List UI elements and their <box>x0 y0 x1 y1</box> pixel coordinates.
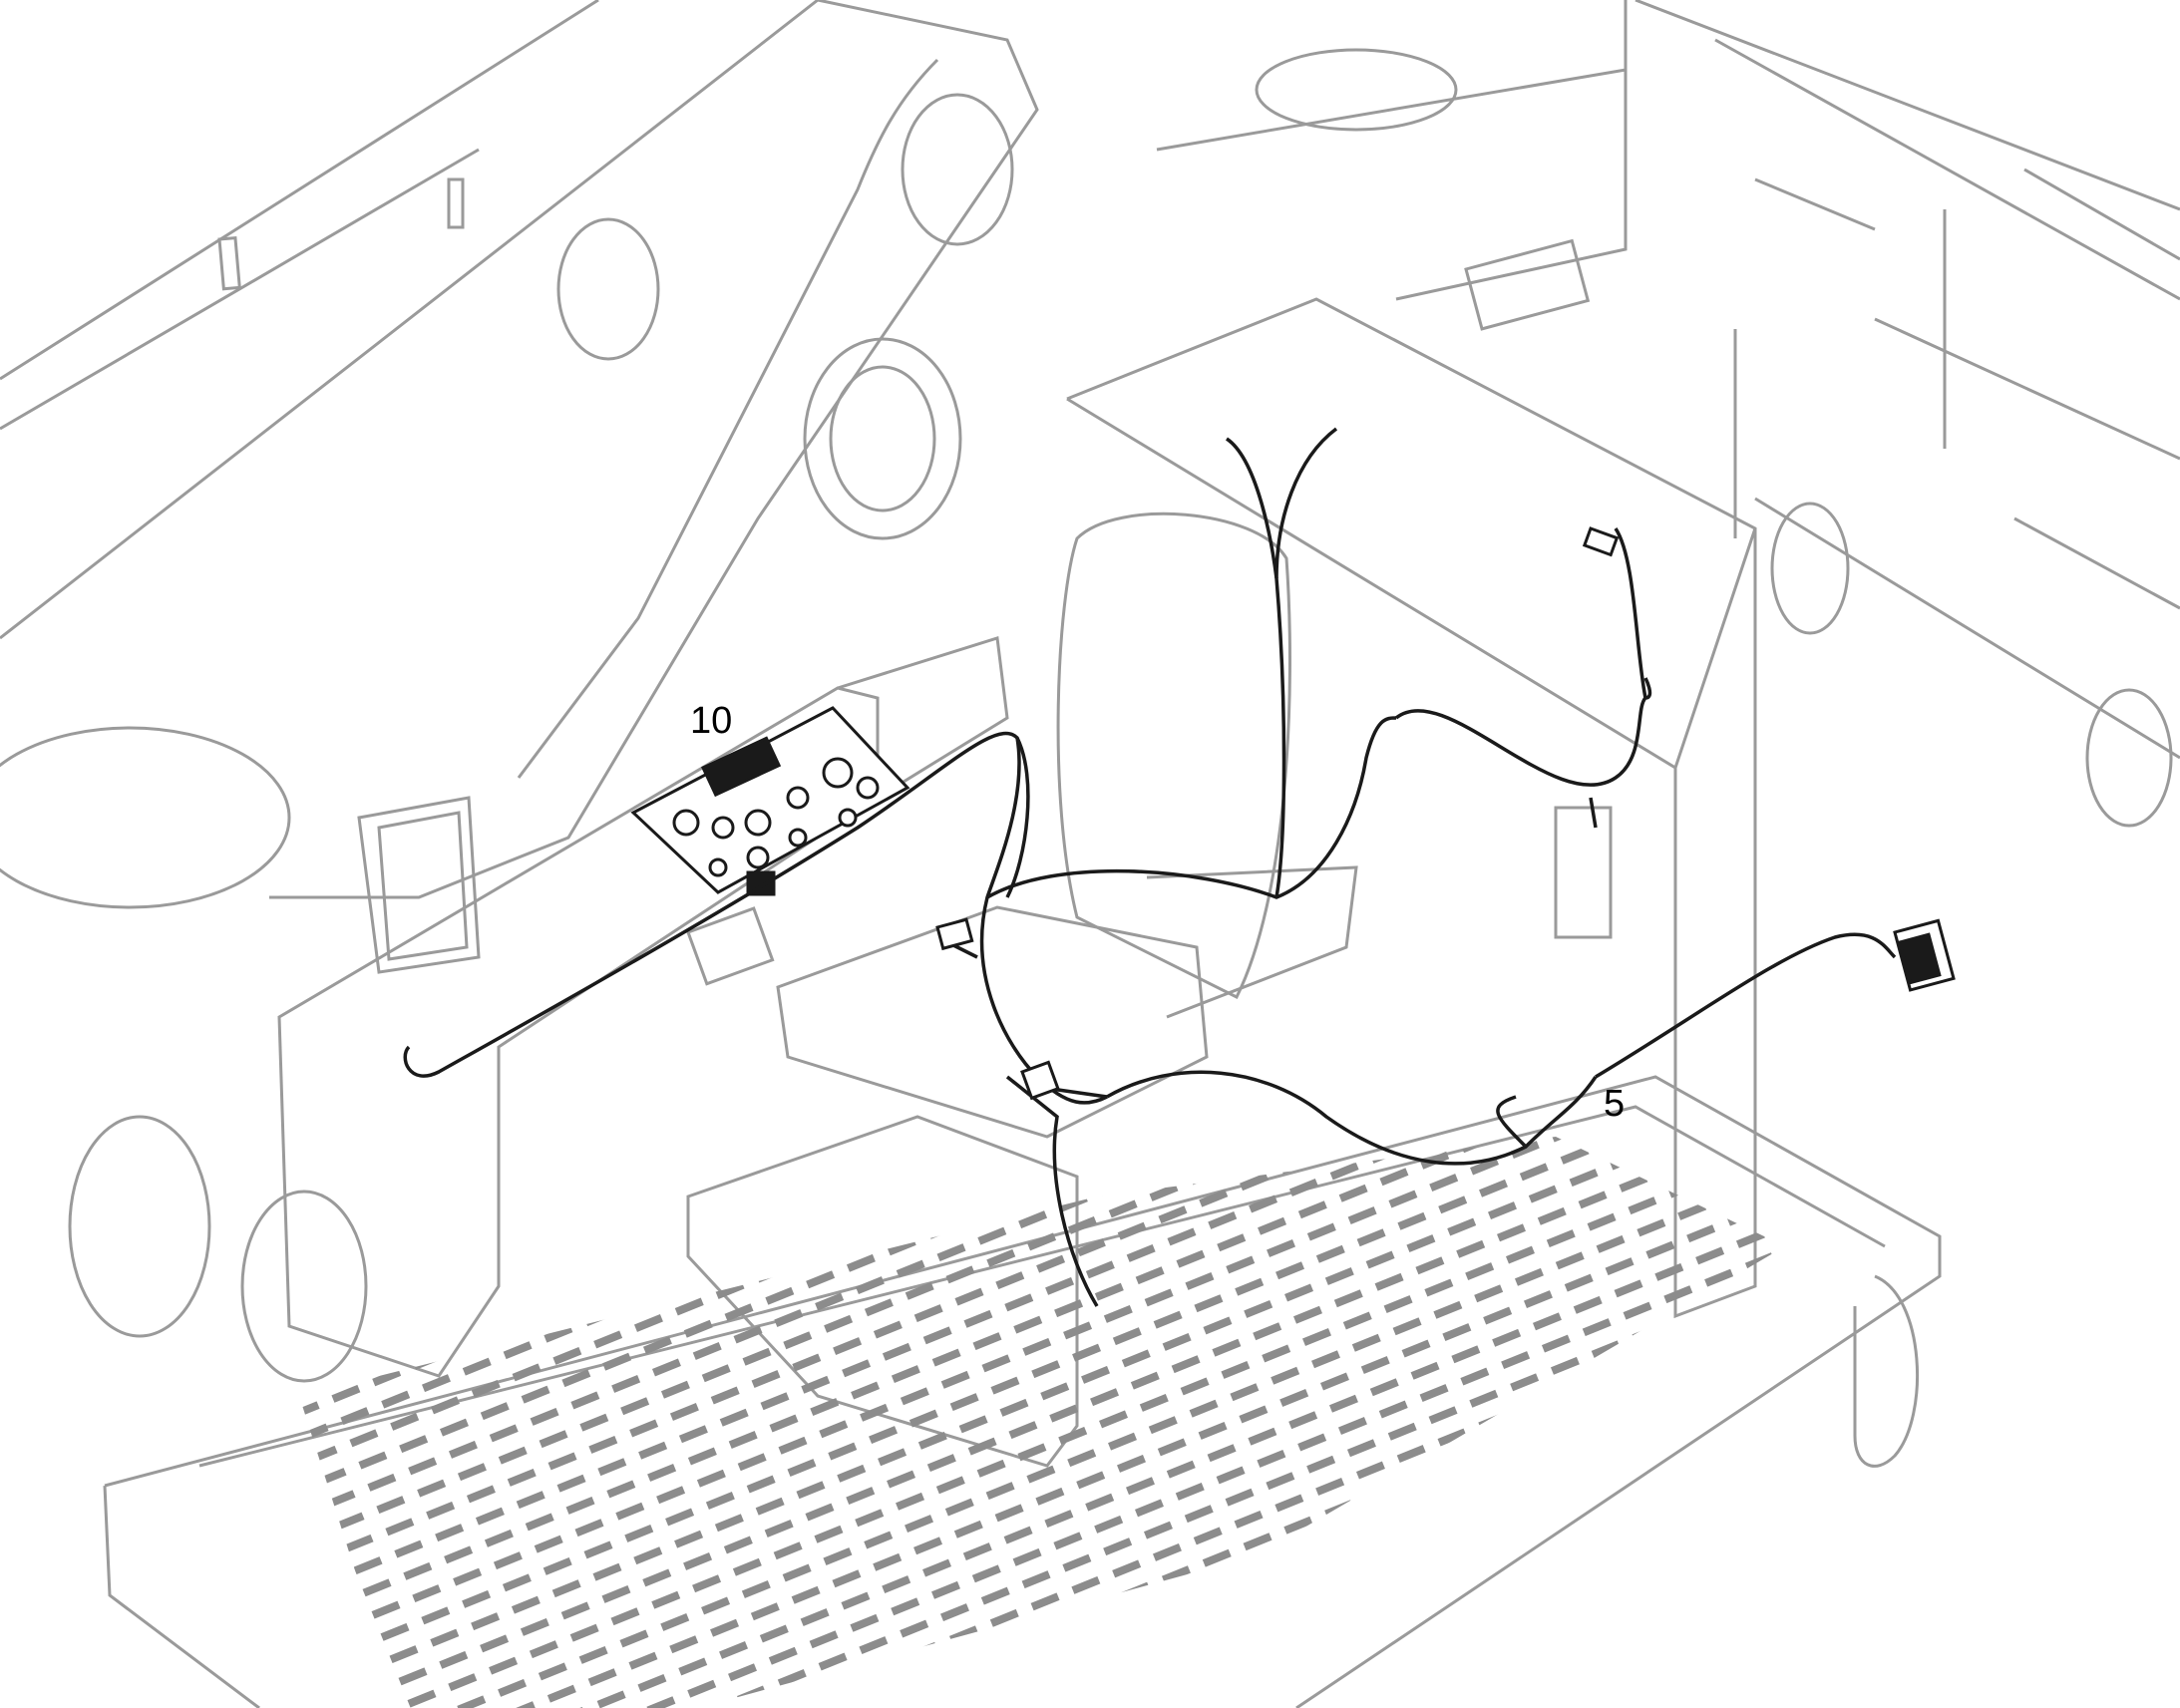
callout-label-5: 5 <box>1604 1083 1626 1125</box>
harness-connectors <box>935 526 1956 1101</box>
wiring-harness-5 <box>403 427 1897 1307</box>
callout-label-10: 10 <box>690 700 733 742</box>
control-panel-10 <box>630 706 910 896</box>
